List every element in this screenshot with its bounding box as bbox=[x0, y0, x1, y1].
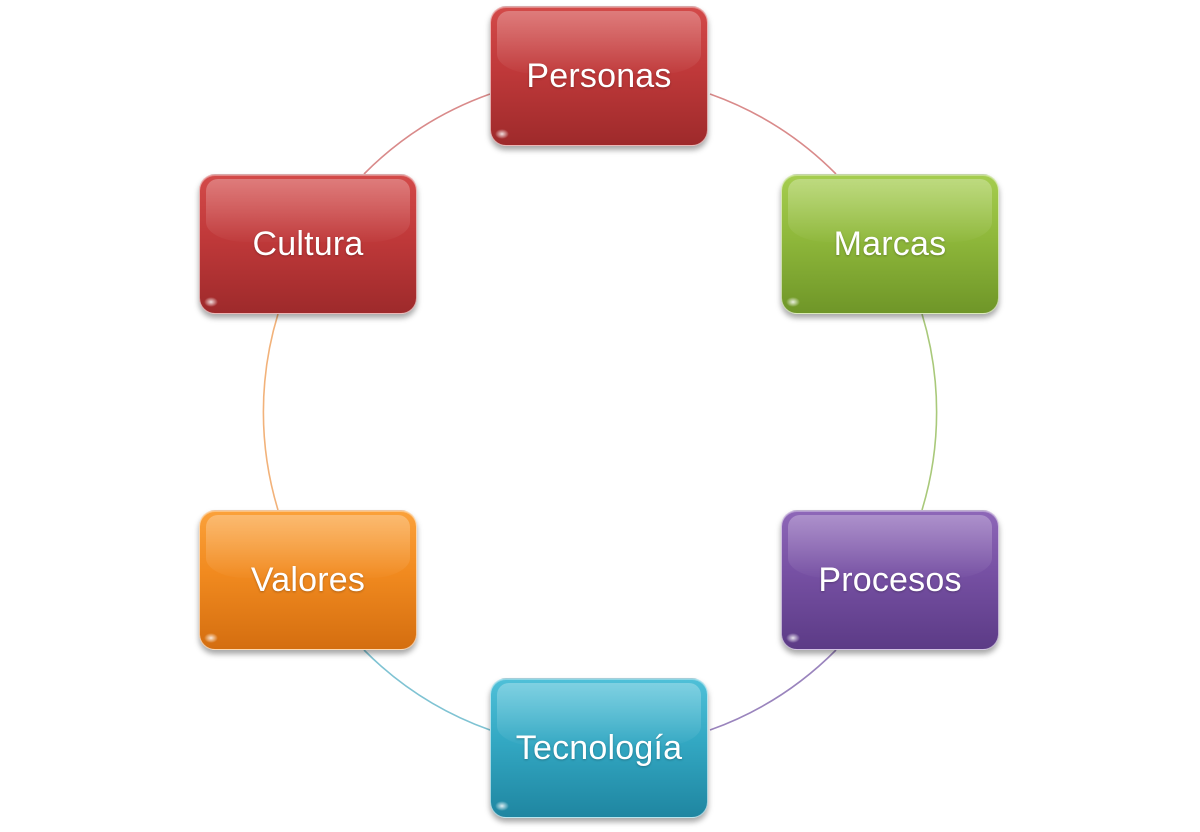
connector-tecnologia-valores bbox=[363, 649, 491, 731]
node-marcas-label: Marcas bbox=[833, 224, 947, 263]
node-tecnologia: Tecnología bbox=[490, 678, 708, 818]
node-tecnologia-label: Tecnología bbox=[515, 728, 683, 767]
node-valores: Valores bbox=[199, 510, 417, 650]
node-cultura: Cultura bbox=[199, 174, 417, 314]
node-procesos-label: Procesos bbox=[818, 560, 962, 599]
node-cultura-label: Cultura bbox=[252, 224, 364, 263]
connector-cultura-personas bbox=[363, 93, 491, 175]
node-personas: Personas bbox=[490, 6, 708, 146]
node-marcas: Marcas bbox=[781, 174, 999, 314]
connector-personas-marcas bbox=[709, 93, 837, 175]
node-procesos: Procesos bbox=[781, 510, 999, 650]
node-personas-label: Personas bbox=[526, 56, 672, 95]
connector-valores-cultura bbox=[262, 313, 279, 511]
connector-procesos-tecnologia bbox=[709, 649, 837, 731]
connector-marcas-procesos bbox=[921, 313, 938, 511]
node-valores-label: Valores bbox=[250, 560, 366, 599]
